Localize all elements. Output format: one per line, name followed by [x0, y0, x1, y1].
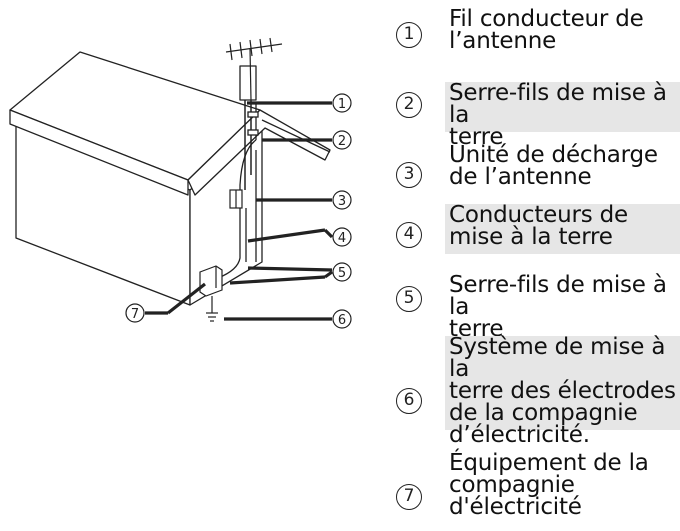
legend-number: 7: [396, 484, 422, 510]
legend-number: 1: [396, 22, 422, 48]
callout-1: 1: [332, 93, 352, 113]
callout-markers: 1 2 3 4 5 6 7: [125, 93, 352, 329]
legend-text: Unité de décharge de l’antenne: [449, 142, 658, 190]
legend-item-2: 2 Serre-fils de mise à la terre: [396, 82, 680, 149]
callout-5-label: 5: [338, 266, 346, 281]
legend-number: 2: [396, 92, 422, 118]
callout-6-label: 6: [338, 313, 346, 328]
antenna: [225, 37, 283, 101]
legend-item-1: 1 Fil conducteur de l’antenne: [396, 8, 680, 60]
ground-clamp-top: [247, 111, 259, 136]
callout-leaders: [145, 101, 334, 321]
legend-text: Équipement de la compagnie d'électricité: [449, 450, 649, 520]
ground-wires: [245, 150, 257, 262]
antenna-grounding-diagram: 1 2 3 4 5 6 7: [9, 37, 352, 329]
legend-text: Système de mise à la terre des électrode…: [445, 336, 680, 447]
legend-item-5: 5 Serre-fils de mise à la terre: [396, 272, 680, 342]
callout-3-label: 3: [338, 194, 346, 209]
house: [9, 51, 331, 306]
legend-text: Fil conducteur de l’antenne: [449, 6, 644, 54]
legend-text: Serre-fils de mise à la terre: [449, 272, 667, 342]
callout-7: 7: [125, 303, 145, 323]
legend-text: Serre-fils de mise à la terre: [445, 82, 680, 149]
legend-item-7: 7 Équipement de la compagnie d'électrici…: [396, 452, 680, 526]
legend-number: 3: [396, 162, 422, 188]
legend-number: 5: [396, 286, 422, 312]
legend-item-3: 3 Unité de décharge de l’antenne: [396, 144, 680, 194]
callout-4-label: 4: [338, 231, 346, 246]
legend-text: Conducteurs de mise à la terre: [445, 204, 680, 254]
legend-number: 4: [396, 222, 422, 248]
callout-1-label: 1: [338, 97, 346, 112]
legend-item-6: 6 Système de mise à la terre des électro…: [396, 336, 680, 447]
callout-2: 2: [332, 130, 352, 150]
callout-4: 4: [332, 227, 352, 247]
callout-2-label: 2: [338, 134, 346, 149]
legend-number: 6: [396, 388, 422, 414]
discharge-unit: [229, 189, 243, 209]
callout-5: 5: [332, 262, 352, 282]
legend-item-4: 4 Conducteurs de mise à la terre: [396, 204, 680, 254]
power-service-equipment: [199, 265, 223, 297]
ground-rod: [206, 296, 218, 322]
callout-6: 6: [332, 309, 352, 329]
callout-3: 3: [332, 190, 352, 210]
callout-7-label: 7: [131, 307, 139, 322]
